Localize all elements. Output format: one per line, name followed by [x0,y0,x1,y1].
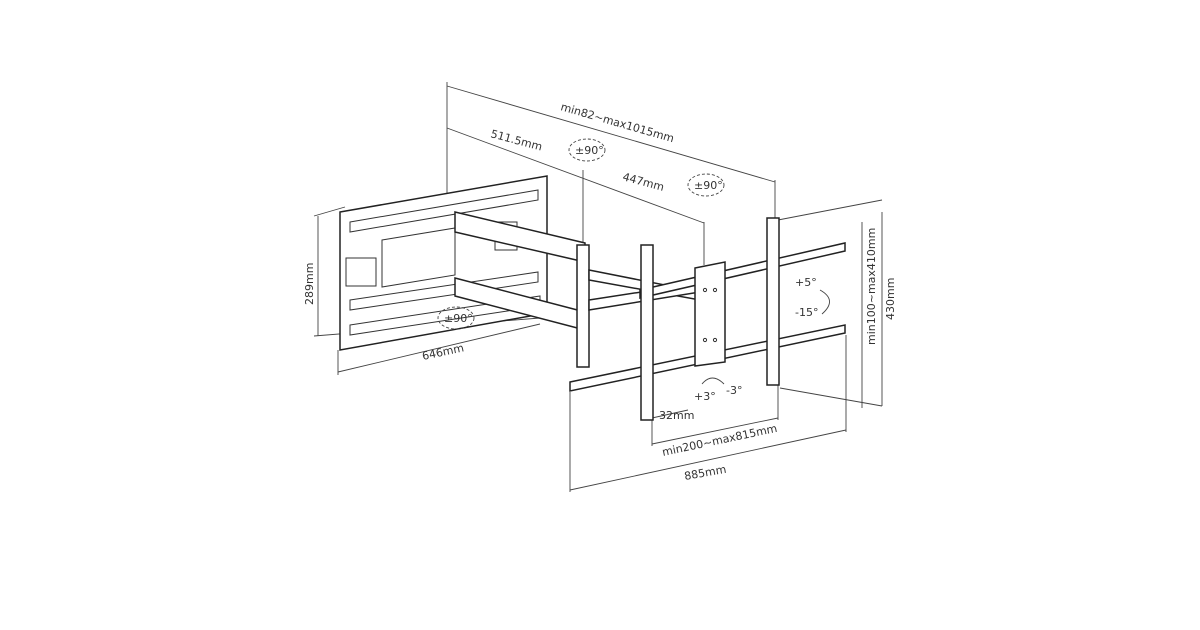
swivel-arrow-icon [568,138,606,162]
label-tilt-up: +5° [795,276,817,289]
swivel-arrow-icon [437,306,475,330]
rotation-indicators [437,138,830,385]
pivot-column [576,244,590,368]
dim-line-885 [569,429,847,491]
label-frame-width: 885mm [683,463,727,483]
label-rotation-minus: -3° [726,384,742,397]
label-arm-extension: min82~max1015mm [559,100,675,145]
plate-hole [712,287,718,293]
ext-line-289-top [313,206,346,217]
plate-hole [702,337,708,343]
wall-plate-lower-slot-row [349,271,539,311]
label-arm-segment-2: 447mm [621,170,665,194]
dim-line-vesa-horizontal [651,417,779,445]
dimension-lines [313,82,883,492]
arms [454,211,701,368]
dim-line-arm-total [446,127,705,224]
rotation-arrow-icon [701,377,725,385]
wall-plate-square-cutout [345,257,377,287]
label-vesa-horizontal: min200~max815mm [661,422,778,459]
label-swivel-2: ±90° [694,179,723,192]
tilt-arrow-icon [819,289,830,315]
label-rotation-plus: +3° [694,390,716,403]
left-vertical-bar [640,244,654,421]
label-swivel-3: ±90° [444,312,473,325]
label-wall-plate-width: 646mm [421,341,465,363]
swivel-arrow-icon [687,173,725,197]
vesa-frame [569,217,846,421]
dim-line-32 [651,409,689,419]
plate-hole [702,287,708,293]
label-arm-segment-1: 511.5mm [489,127,543,153]
center-mount-plate [694,261,726,367]
right-vertical-bar [766,217,780,386]
label-rail-offset: 32mm [659,409,694,422]
dim-line-arm-extension [446,85,776,183]
label-swivel-1: ±90° [575,144,604,157]
ext-line-right-top [777,199,883,221]
wall-plate-window [381,227,456,288]
plate-hole [712,337,718,343]
label-wall-plate-height: 289mm [303,263,316,305]
upper-rail [639,242,846,299]
ext-line-right-bottom [779,387,883,407]
label-frame-height: 430mm [884,278,897,320]
label-vesa-vertical: min100~max410mm [865,228,878,345]
wall-plate-upper-slot-row [349,189,539,233]
label-tilt-down: -15° [795,306,818,319]
dim-line-646 [337,323,541,373]
